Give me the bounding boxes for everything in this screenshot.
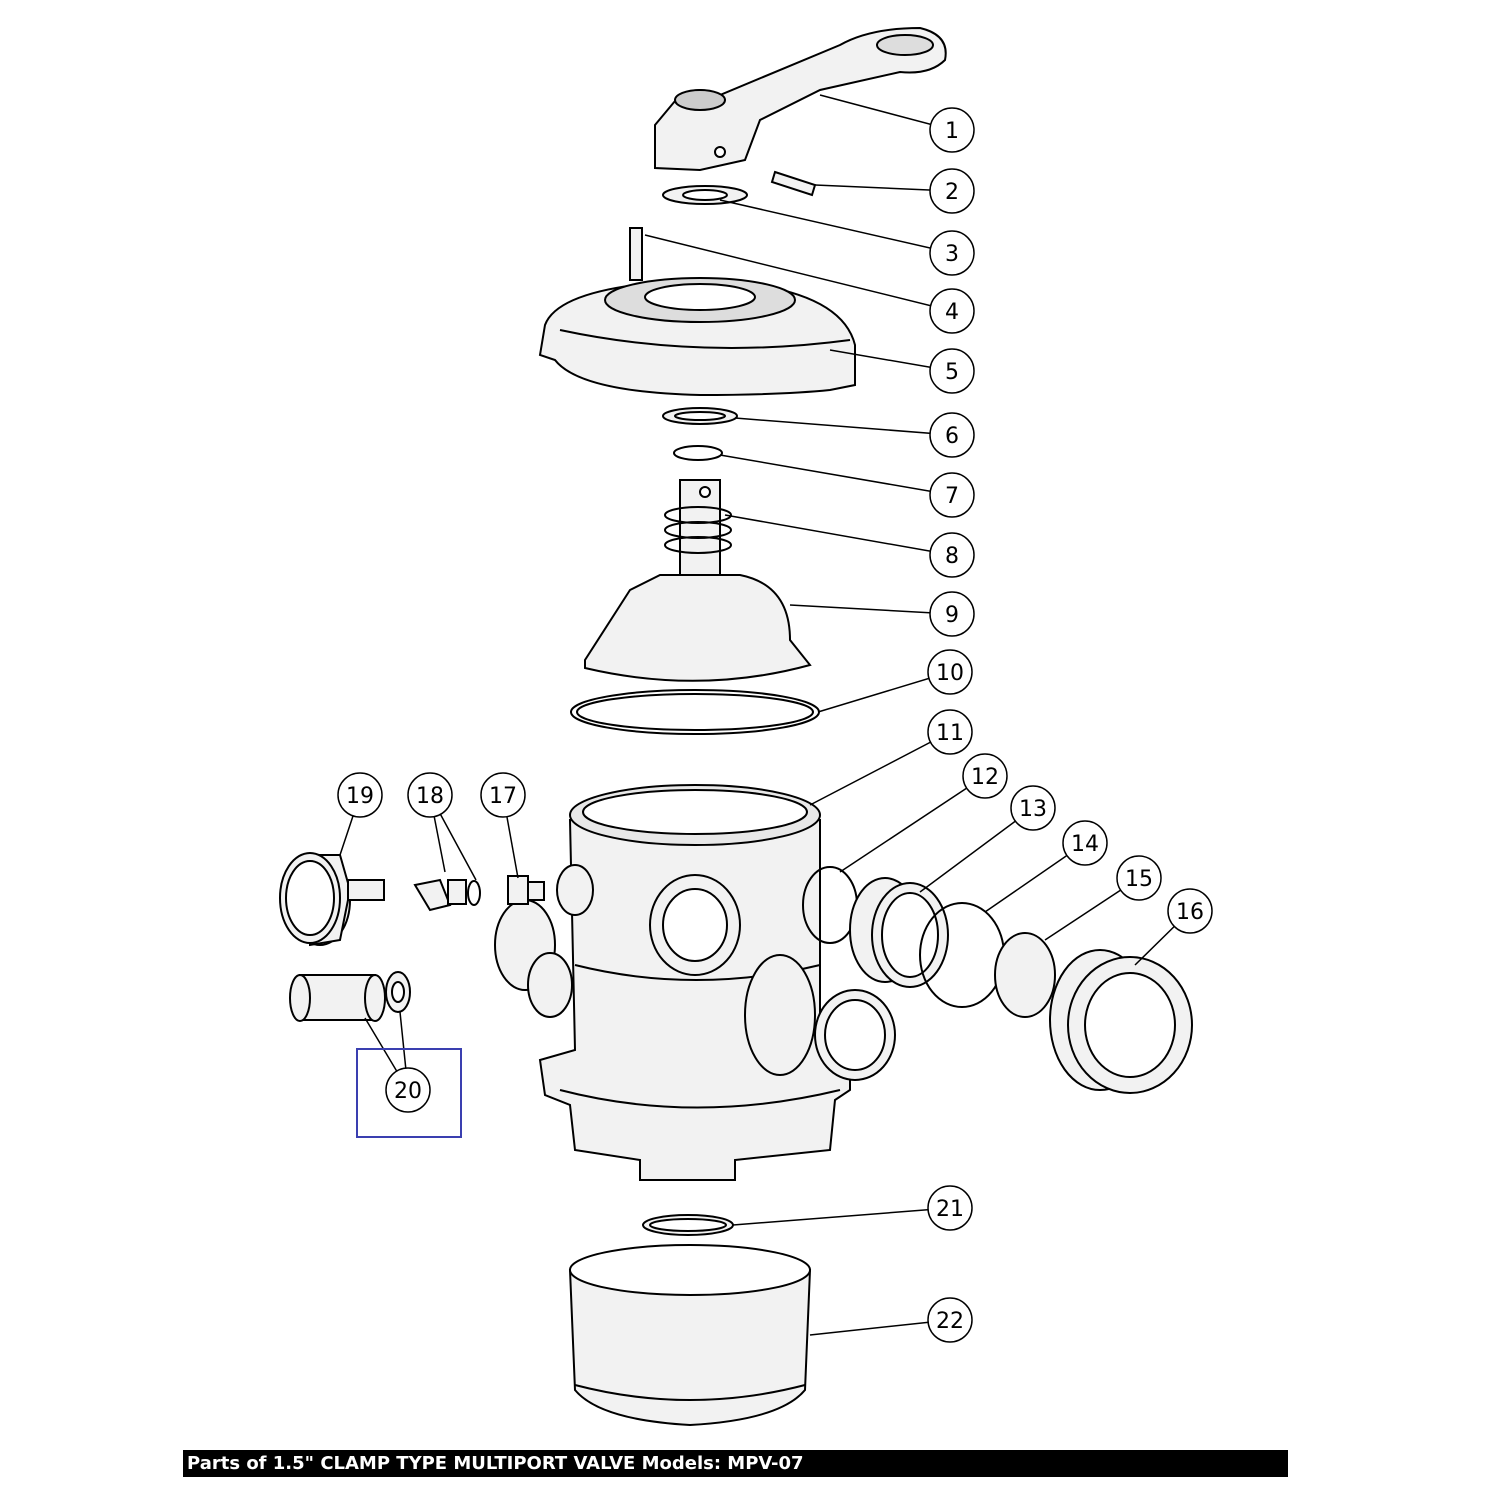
part-handle xyxy=(654,26,947,172)
callout-circle-5 xyxy=(929,348,975,394)
callout-label-10: 10 xyxy=(936,661,964,686)
part-o-ring-7 xyxy=(673,445,723,461)
callout-circle-19 xyxy=(337,772,383,818)
leader-line-4 xyxy=(644,234,953,312)
part-union-nut-16 xyxy=(1049,949,1193,1094)
callout-circle-15 xyxy=(1116,855,1162,901)
leader-line-3 xyxy=(719,199,953,254)
callout-circle-18 xyxy=(407,772,453,818)
callout-label-20: 20 xyxy=(394,1079,422,1104)
callout-label-2: 2 xyxy=(945,180,959,205)
leader-line-22 xyxy=(809,1319,951,1336)
callout-circle-17 xyxy=(480,772,526,818)
callout-circle-2 xyxy=(929,168,975,214)
part-valve-body xyxy=(494,784,896,1181)
callout-circle-20 xyxy=(385,1067,431,1113)
callout-label-21: 21 xyxy=(936,1197,964,1222)
callout-label-3: 3 xyxy=(945,242,959,267)
leader-line-8 xyxy=(724,514,953,556)
callout-circle-10 xyxy=(927,649,973,695)
part-pin xyxy=(770,170,817,197)
leader-line-11 xyxy=(809,731,951,806)
callout-label-16: 16 xyxy=(1176,900,1204,925)
callout-circle-1 xyxy=(929,107,975,153)
callout-circle-11 xyxy=(927,709,973,755)
part-pressure-gauge xyxy=(279,852,385,947)
part-tail-15 xyxy=(994,932,1056,1018)
callout-label-17: 17 xyxy=(489,784,517,809)
callout-label-6: 6 xyxy=(945,424,959,449)
callout-label-22: 22 xyxy=(936,1309,964,1334)
leader-line-13 xyxy=(919,807,1034,893)
leader-line-9 xyxy=(789,604,953,615)
callout-label-5: 5 xyxy=(945,360,959,385)
part-basket xyxy=(568,1244,812,1427)
callout-label-11: 11 xyxy=(936,721,964,746)
callout-circle-13 xyxy=(1010,785,1056,831)
callout-circle-7 xyxy=(929,472,975,518)
part-gasket xyxy=(570,689,820,735)
callout-circle-16 xyxy=(1167,888,1213,934)
part-drain-plug xyxy=(413,878,481,912)
callout-label-19: 19 xyxy=(346,784,374,809)
callout-circle-14 xyxy=(1062,820,1108,866)
callout-label-8: 8 xyxy=(945,544,959,569)
callout-label-18: 18 xyxy=(416,784,444,809)
diagram-caption: Parts of 1.5" CLAMP TYPE MULTIPORT VALVE… xyxy=(183,1450,1288,1477)
part-tail-13 xyxy=(849,877,949,988)
leader-line-10 xyxy=(817,671,951,713)
callout-circle-3 xyxy=(929,230,975,276)
callout-label-7: 7 xyxy=(945,484,959,509)
leader-line-6 xyxy=(734,417,953,436)
callout-label-14: 14 xyxy=(1071,832,1099,857)
part-rotor xyxy=(584,574,812,682)
callout-circle-12 xyxy=(962,753,1008,799)
callout-label-1: 1 xyxy=(945,119,959,144)
part-pin-4 xyxy=(629,227,643,281)
leader-line-1 xyxy=(819,94,953,131)
callout-label-12: 12 xyxy=(971,765,999,790)
leader-line-12 xyxy=(839,775,986,873)
callout-label-13: 13 xyxy=(1019,797,1047,822)
leader-line-7 xyxy=(719,454,953,496)
leader-line-21 xyxy=(732,1207,951,1226)
part-sight-glass xyxy=(289,971,411,1022)
callout-circle-4 xyxy=(929,288,975,334)
highlight-box-part-20 xyxy=(356,1048,462,1138)
callout-circle-22 xyxy=(927,1297,973,1343)
callout-circle-8 xyxy=(929,532,975,578)
callout-circle-9 xyxy=(929,591,975,637)
callout-circle-6 xyxy=(929,412,975,458)
part-nut-17 xyxy=(507,875,545,905)
leader-line-2 xyxy=(814,184,953,192)
callout-label-9: 9 xyxy=(945,603,959,628)
callout-label-4: 4 xyxy=(945,300,959,325)
part-stem-spring xyxy=(664,479,732,581)
callout-label-15: 15 xyxy=(1125,867,1153,892)
callout-circle-21 xyxy=(927,1185,973,1231)
part-cover xyxy=(538,277,856,397)
